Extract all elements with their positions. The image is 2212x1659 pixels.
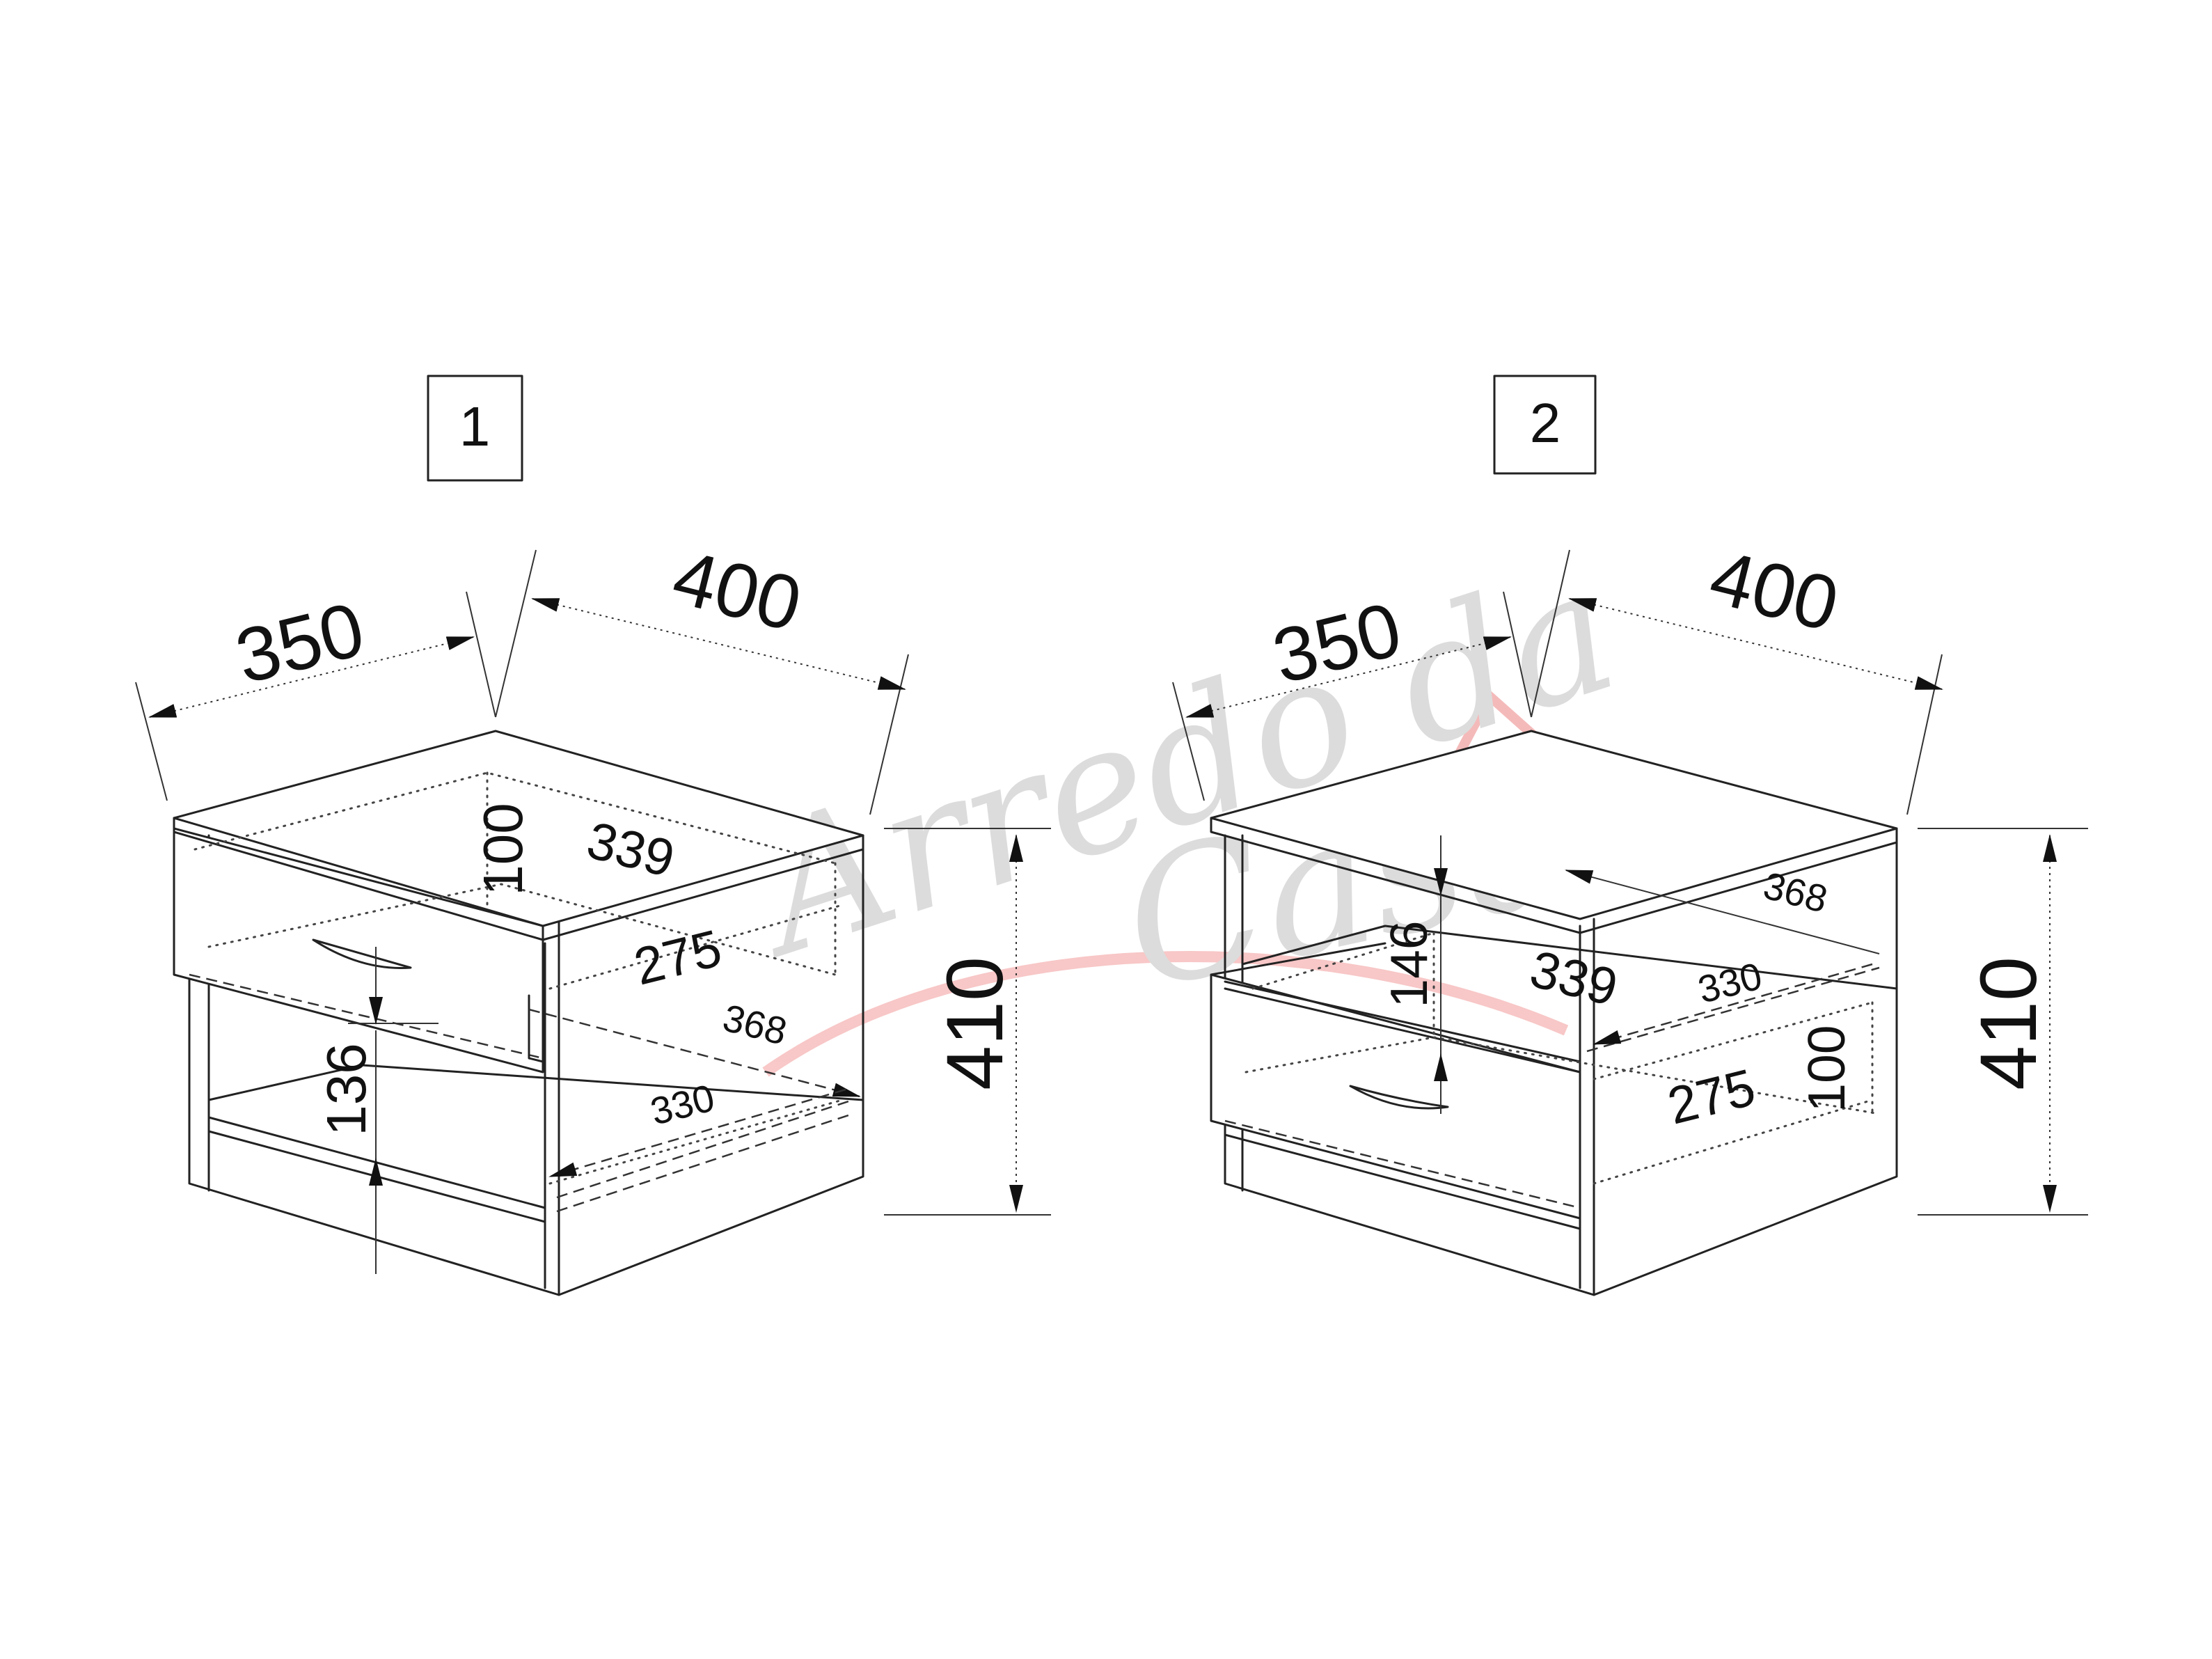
view-1-drawer-height-value: 100	[472, 803, 534, 895]
view-1-drawer-inner-depth-dim: 275	[629, 918, 727, 996]
view-1-label: 1	[459, 395, 491, 457]
view-2-label-box: 2	[1493, 375, 1597, 475]
view-1-height-value: 410	[931, 957, 1020, 1090]
view-2-shelf-gap-value: 146	[1380, 920, 1438, 1007]
view-2-drawer-height-dim: 100	[1797, 1025, 1856, 1112]
view-1-depth-value: 400	[665, 534, 809, 648]
watermark-swoosh	[762, 951, 1569, 1077]
view-2-drawer-height-value: 100	[1797, 1025, 1856, 1112]
view-2-height-value: 410	[1964, 957, 2053, 1090]
view-2-depth-dim: 400	[1568, 534, 1943, 690]
view-1-drawer-inner-depth-value: 275	[629, 918, 727, 996]
view-1-shelf-gap-dim: 136	[315, 947, 383, 1204]
view-2-drawer-inner-depth-value: 275	[1662, 1057, 1761, 1135]
view-2-height-dim: 410	[1964, 834, 2057, 1213]
view-2-depth-value: 400	[1702, 534, 1847, 648]
view-1-shelf-gap-value: 136	[315, 1043, 377, 1135]
view-2: 2	[1172, 375, 2088, 1296]
view-2-label: 2	[1530, 392, 1561, 454]
view-1-shelf-inner-depth-dim: 330	[548, 1076, 846, 1178]
view-1-depth-dim: 400	[531, 534, 906, 690]
view-1-width-value: 350	[228, 586, 372, 700]
view-1-label-box: 1	[427, 375, 523, 482]
view-2-drawer-inner-depth-dim: 275	[1662, 1057, 1761, 1135]
view-1-shelf-inner-depth-value: 330	[646, 1076, 718, 1133]
view-1-height-dim: 410	[931, 834, 1023, 1213]
view-2-drawer-inner-width-value: 339	[1524, 939, 1623, 1017]
view-2-cabinet	[1210, 730, 1898, 1296]
view-1-shelf-depth-value: 368	[719, 996, 791, 1053]
view-2-shelf-gap-dim: 146	[1380, 835, 1448, 1114]
view-2-shelf-depth-value: 368	[1760, 863, 1832, 920]
view-1-width-dim: 350	[148, 586, 475, 718]
view-2-drawer-inner-width-dim: 339	[1524, 939, 1623, 1017]
view-1-drawer-height-dim: 100	[472, 803, 534, 895]
